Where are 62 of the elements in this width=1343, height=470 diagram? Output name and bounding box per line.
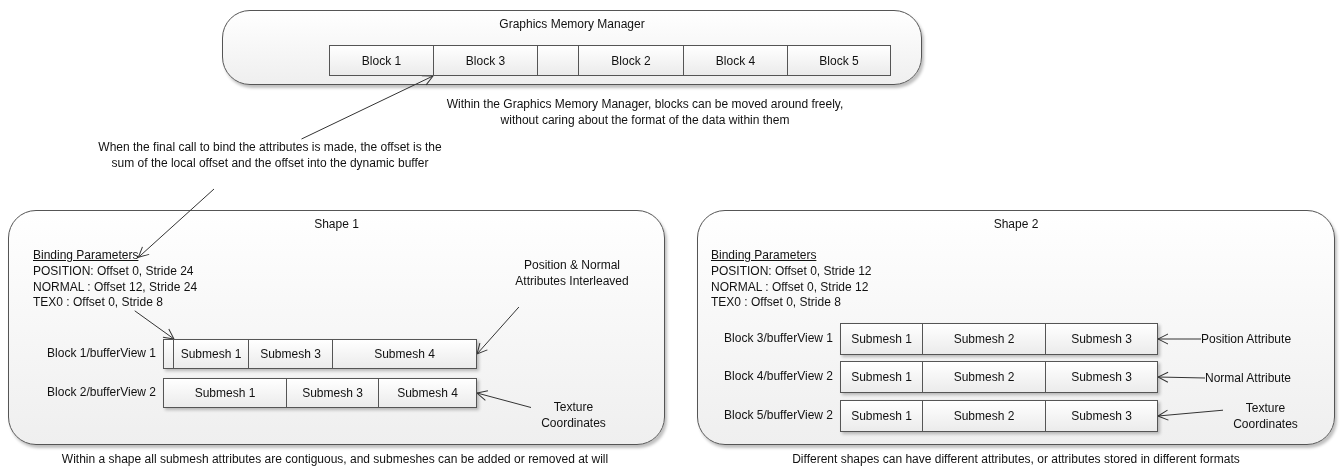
panel-title: Shape 1	[314, 217, 359, 233]
row-label: Block 4/bufferView 2	[724, 369, 833, 385]
buffer-bar	[840, 361, 1158, 393]
arrow	[137, 188, 215, 258]
annotation-text: Texture Coordinates	[1223, 400, 1308, 434]
block-cell: Submesh 2	[922, 400, 1046, 432]
buffer-bar	[840, 323, 1158, 355]
row-label: Block 3/bufferView 1	[724, 331, 833, 347]
block-cell: Submesh 1	[840, 323, 923, 355]
block-cell: Submesh 4	[332, 339, 477, 369]
block-cell: Submesh 1	[163, 378, 287, 408]
section-heading: Binding Parameters	[711, 248, 817, 264]
arrow	[476, 306, 520, 355]
buffer-bar	[840, 400, 1158, 432]
panel-title: Shape 2	[993, 217, 1039, 233]
annotation-text: Texture Coordinates	[531, 399, 616, 433]
parameter-line: POSITION: Offset 0, Stride 24	[33, 264, 194, 280]
block-cell: Submesh 1	[840, 400, 923, 432]
block-cell: Submesh 3	[248, 339, 333, 369]
block-cell: Block 1	[329, 45, 434, 76]
caption-text: Different shapes can have different attributes, or attributes stored in different formats	[791, 451, 1241, 468]
buffer-bar	[163, 339, 477, 369]
empty-cell	[163, 339, 174, 369]
buffer-bar	[163, 378, 477, 408]
parameter-line: NORMAL : Offset 0, Stride 12	[711, 279, 869, 296]
row-label: Block 1/bufferView 1	[47, 346, 156, 362]
block-cell: Submesh 1	[173, 339, 249, 369]
annotation-text: When the final call to bind the attributes is made, the offset is the sum of the local offset and the offset into the dynamic buffer	[95, 139, 445, 189]
block-cell: Submesh 1	[840, 361, 923, 393]
block-cell: Submesh 3	[1045, 400, 1158, 432]
parameter-line: NORMAL : Offset 12, Stride 24	[33, 279, 198, 296]
block-cell: Submesh 3	[1045, 361, 1158, 393]
caption-text: Within the Graphics Memory Manager, blocks can be moved around freely, without caring about the format of the data within them	[445, 96, 845, 129]
block-cell: Submesh 3	[1045, 323, 1158, 355]
arrow	[134, 310, 175, 340]
annotation-text: Position & Normal Attributes Interleaved	[513, 257, 631, 307]
arrow	[1157, 409, 1224, 421]
parameter-line: POSITION: Offset 0, Stride 12	[711, 264, 872, 280]
row-label: Block 5/bufferView 2	[724, 408, 833, 424]
block-cell: Block 5	[787, 45, 891, 76]
block-cell: Submesh 4	[378, 378, 477, 408]
rounded-panel	[222, 10, 922, 85]
section-heading: Binding Parameters	[33, 248, 139, 264]
block-cell: Block 3	[433, 45, 538, 76]
arrow	[301, 75, 434, 140]
annotation-text: Normal Attribute	[1205, 370, 1292, 386]
block-cell: Submesh 3	[286, 378, 379, 408]
arrow	[1157, 333, 1202, 345]
arrow	[476, 390, 532, 408]
block-cell: Block 4	[683, 45, 788, 76]
rounded-panel	[8, 210, 665, 445]
parameter-line: TEX0 : Offset 0, Stride 8	[33, 295, 163, 311]
annotation-text: Position Attribute	[1201, 331, 1292, 347]
block-cell: Submesh 2	[922, 361, 1046, 393]
block-cell: Submesh 2	[922, 323, 1046, 355]
row-label: Block 2/bufferView 2	[47, 385, 156, 401]
rounded-panel	[697, 210, 1335, 445]
block-cell: Block 2	[578, 45, 684, 76]
parameter-line: TEX0 : Offset 0, Stride 8	[711, 295, 841, 311]
arrow	[1157, 371, 1206, 383]
caption-text: Within a shape all submesh attributes are contiguous, and submeshes can be added or removed at will	[60, 451, 610, 468]
panel-title: Graphics Memory Manager	[499, 17, 645, 33]
